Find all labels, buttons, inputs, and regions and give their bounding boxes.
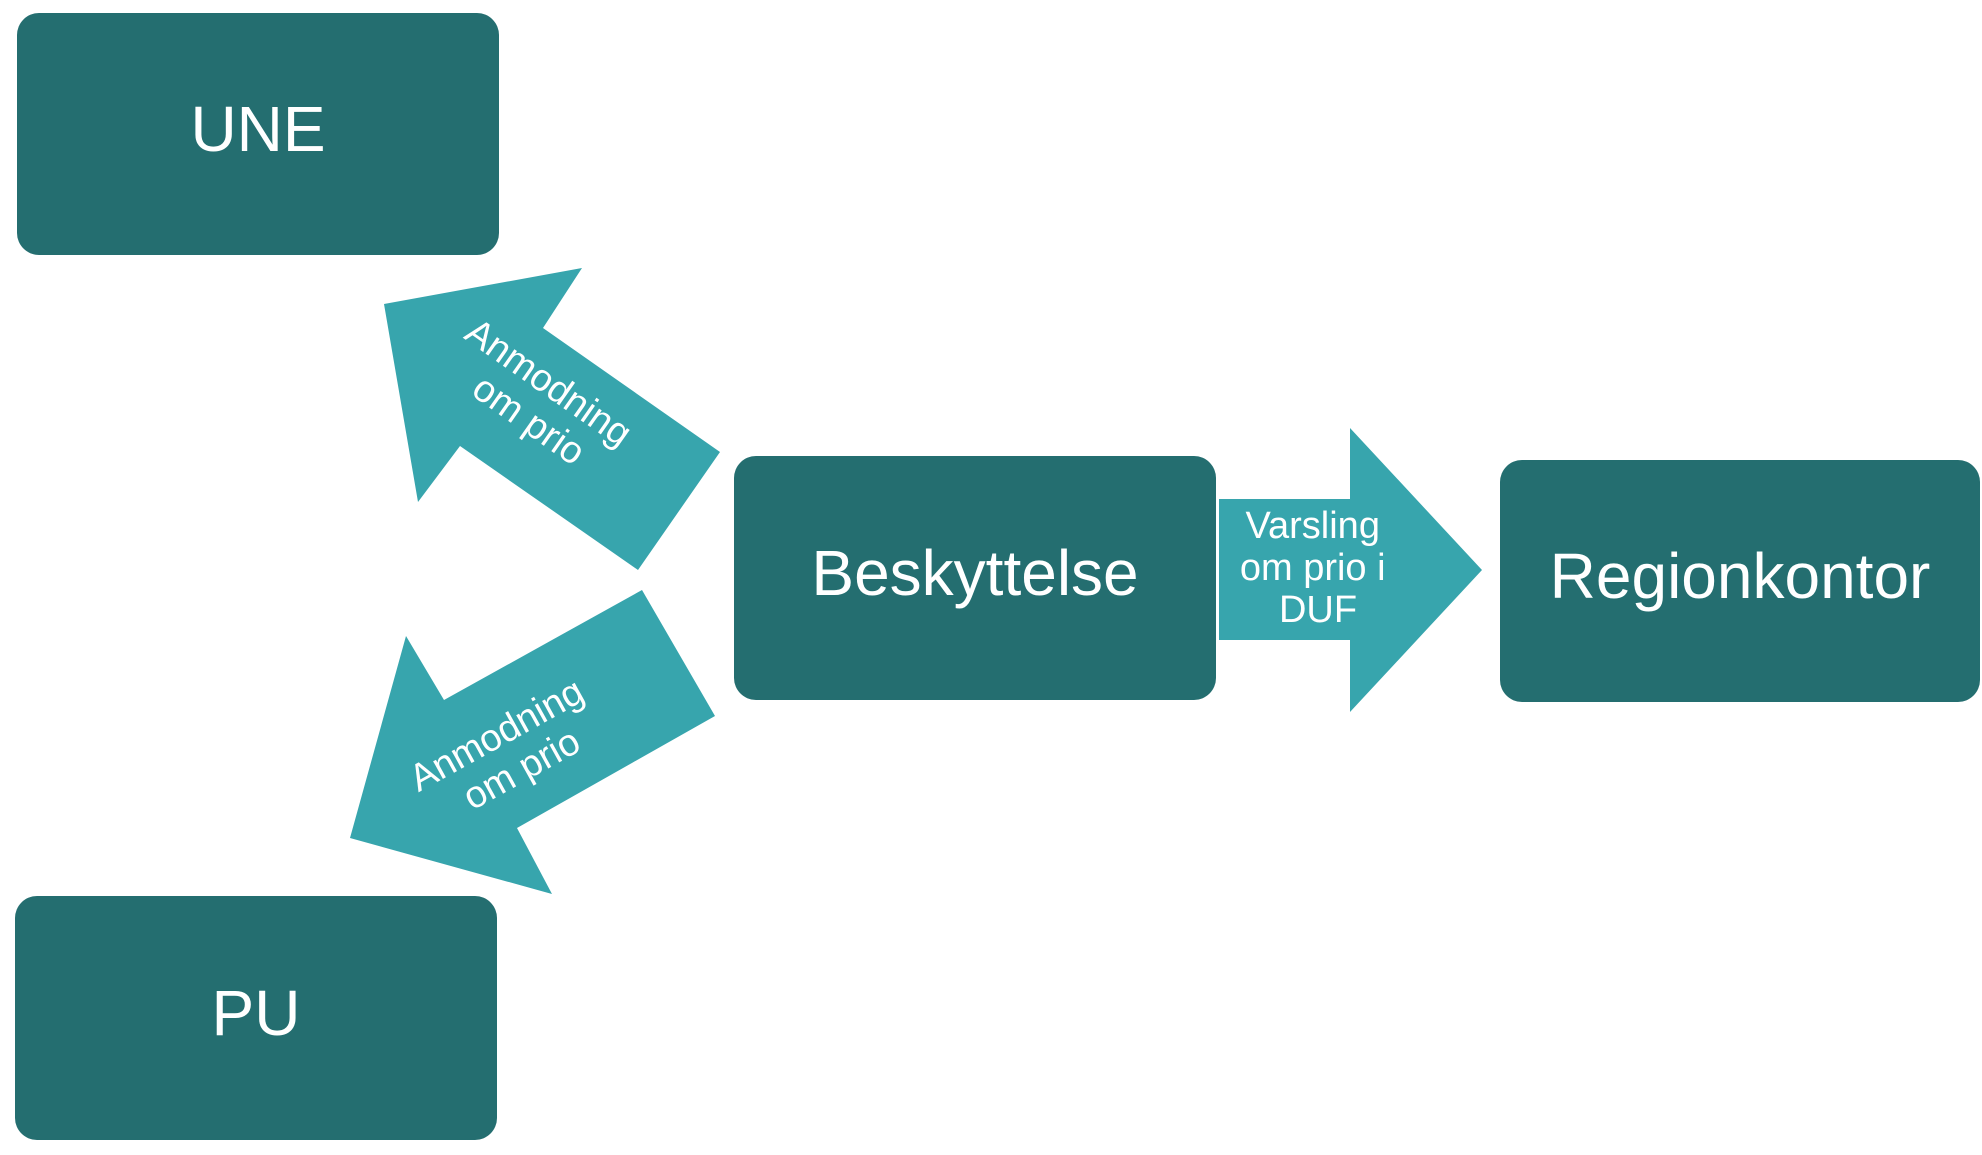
node-une-box [17,13,499,255]
node-pu[interactable]: PU [15,896,497,1140]
node-pu-box [15,896,497,1140]
arrow-to-une: Anmodning om prio [384,268,720,570]
arrow-to-region: Varsling om prio i DUF [1219,428,1482,712]
arrow-to-une-shape [384,268,720,570]
node-une-label: UNE [190,93,325,165]
arrow-to-pu-shape [350,590,715,894]
node-beskyttelse-box [734,456,1216,700]
node-beskyttelse-label: Beskyttelse [811,537,1138,609]
arrow-to-region-line1: Varsling [1245,505,1379,547]
arrow-to-region-line3: DUF [1279,589,1357,631]
node-une[interactable]: UNE [17,13,499,255]
arrow-to-region-line2: om prio i [1240,547,1386,589]
arrow-to-region-shape [1219,428,1482,712]
node-regionkontor-label: Regionkontor [1550,540,1931,612]
node-beskyttelse[interactable]: Beskyttelse [734,456,1216,700]
node-regionkontor[interactable]: Regionkontor [1500,460,1980,702]
node-regionkontor-box [1500,460,1980,702]
arrow-to-region-label: Varsling om prio i DUF [1240,505,1396,631]
node-pu-label: PU [212,977,301,1049]
arrow-to-pu: Anmodning om prio [350,590,715,894]
